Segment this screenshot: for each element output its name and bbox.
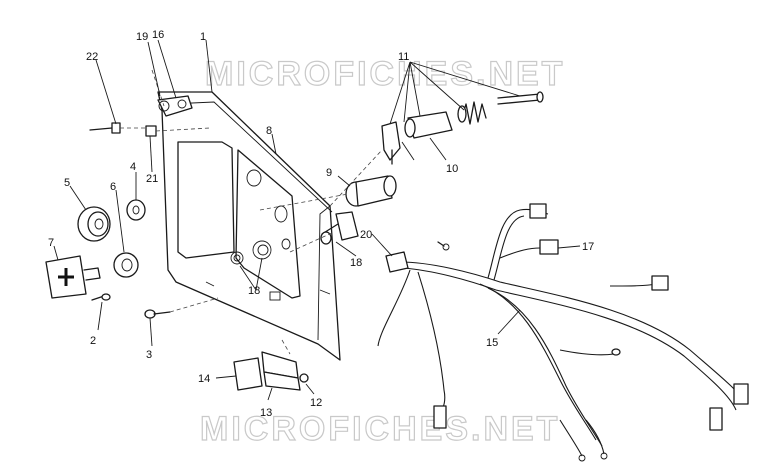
toggle-switch-18 — [289, 211, 359, 253]
top-bracket-hardware — [151, 69, 193, 117]
callout-9: 9 — [326, 167, 332, 179]
washer-4 — [126, 199, 146, 221]
callout-20: 20 — [360, 229, 372, 241]
switch-button-7 — [45, 255, 101, 299]
knob-ring-5 — [77, 206, 111, 242]
nut-6 — [113, 252, 139, 278]
callout-5: 5 — [64, 177, 70, 189]
callout-17: 17 — [582, 241, 594, 253]
callout-11: 11 — [398, 51, 409, 63]
callout-15: 15 — [486, 337, 498, 349]
nut-21 — [145, 125, 211, 137]
callout-2: 2 — [90, 335, 96, 347]
clip-13 — [261, 339, 301, 391]
callout-10: 10 — [446, 163, 458, 175]
callout-6: 6 — [110, 181, 116, 193]
callout-16: 16 — [152, 29, 164, 41]
callout-labels: 1 2 3 4 5 6 7 8 9 10 11 12 13 14 15 16 1… — [48, 29, 594, 419]
callout-12: 12 — [310, 397, 322, 409]
screw-2 — [91, 293, 111, 301]
screw-22 — [89, 122, 152, 134]
callout-22: 22 — [86, 51, 98, 63]
watermark-top: MICROFICHES.NET — [205, 55, 565, 93]
callout-18-right: 18 — [350, 257, 362, 269]
callout-13: 13 — [260, 407, 272, 419]
bracket-14 — [233, 357, 263, 391]
leader-lines — [53, 39, 581, 401]
bolt-3 — [144, 297, 219, 319]
switch-9 — [259, 175, 397, 211]
nut-12 — [299, 373, 309, 383]
callout-7: 7 — [48, 237, 54, 249]
callout-1: 1 — [200, 31, 206, 43]
lock-assembly-10-11 — [329, 91, 544, 207]
watermark-bottom: MICROFICHES.NET — [200, 410, 560, 448]
wiring-harness — [377, 203, 749, 462]
callout-8: 8 — [266, 125, 272, 137]
callout-21: 21 — [146, 173, 158, 185]
callout-18-lower: 18 — [248, 285, 260, 297]
callout-3: 3 — [146, 349, 152, 361]
callout-19: 19 — [136, 31, 148, 43]
callout-14: 14 — [198, 373, 210, 385]
callout-4: 4 — [130, 161, 136, 173]
dash-panel — [157, 91, 341, 361]
